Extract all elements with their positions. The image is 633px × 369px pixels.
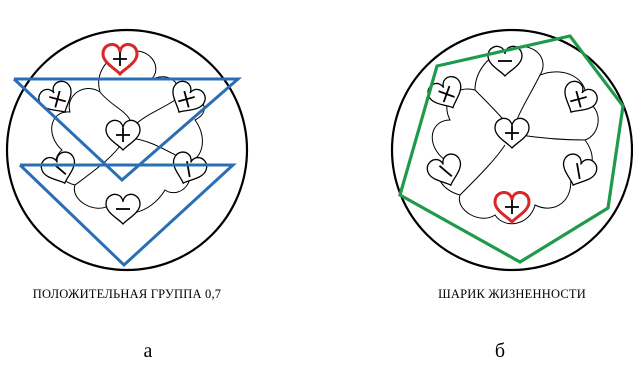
figure-a-caption: ПОЛОЖИТЕЛЬНАЯ ГРУППА 0,7 (33, 287, 221, 302)
heart-icon (103, 44, 137, 74)
figure-a (7, 30, 247, 270)
figure-b (392, 30, 632, 270)
figure-b-caption: ШАРИК ЖИЗНЕННОСТИ (438, 287, 586, 302)
heart-icon (35, 78, 79, 121)
heart-icon (495, 192, 529, 222)
heart-icon (106, 194, 140, 224)
heart-icon (495, 118, 529, 148)
figure-a-letter: а (144, 340, 153, 363)
figure-b-letter: б (495, 340, 505, 363)
heart-icon (39, 150, 81, 189)
heart-icon (425, 152, 467, 191)
heart-icon (557, 152, 599, 191)
heart-icon (106, 120, 140, 150)
heart-icon (556, 78, 600, 121)
